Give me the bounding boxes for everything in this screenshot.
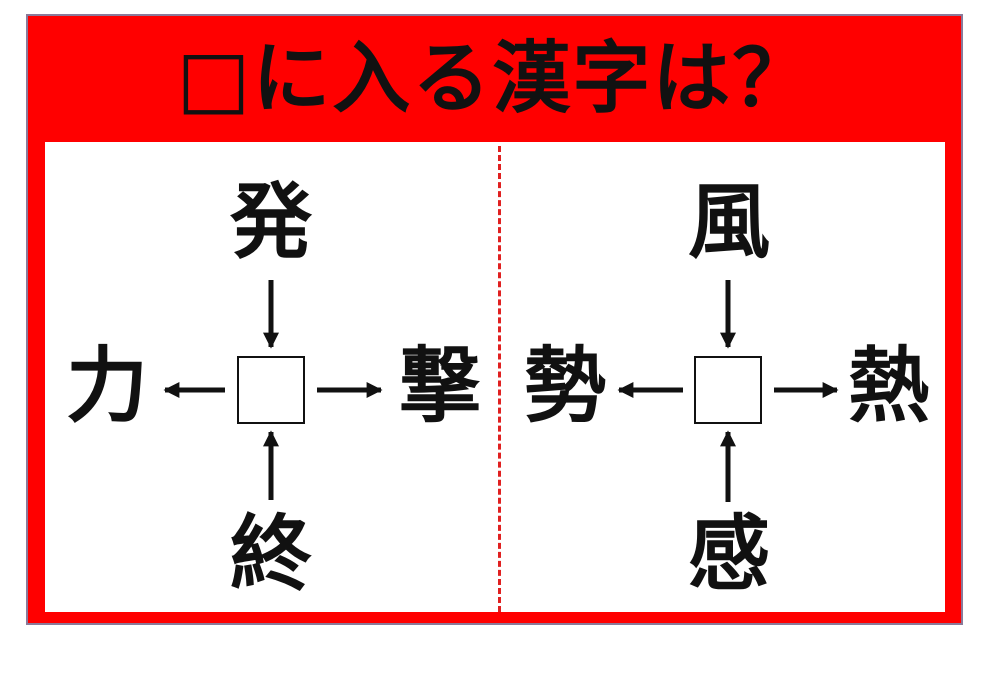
right-puzzle-right-kanji: 熱 [847, 339, 930, 434]
right-puzzle-left-kanji: 勢 [523, 339, 606, 434]
right-puzzle-bottom-kanji: 感 [687, 507, 770, 602]
right-puzzle-top-kanji: 風 [687, 175, 770, 270]
title-bar: □に入る漢字は？ [28, 16, 961, 142]
arrows-layer [163, 280, 839, 502]
puzzle-area: 発 力 撃 終 風 勢 熱 感 [45, 142, 945, 612]
dashed-divider [498, 146, 501, 612]
quiz-frame: □に入る漢字は？ 発 力 撃 終 風 勢 熱 感 [26, 14, 963, 625]
left-puzzle-right-kanji: 撃 [398, 339, 481, 434]
page-title: □に入る漢字は？ [176, 34, 813, 124]
left-puzzle-bottom-kanji: 終 [229, 507, 312, 602]
left-puzzle-left-kanji: 力 [65, 339, 148, 434]
right-puzzle-answer-box [694, 356, 762, 424]
left-puzzle-answer-box [237, 356, 305, 424]
left-puzzle-top-kanji: 発 [229, 175, 312, 270]
